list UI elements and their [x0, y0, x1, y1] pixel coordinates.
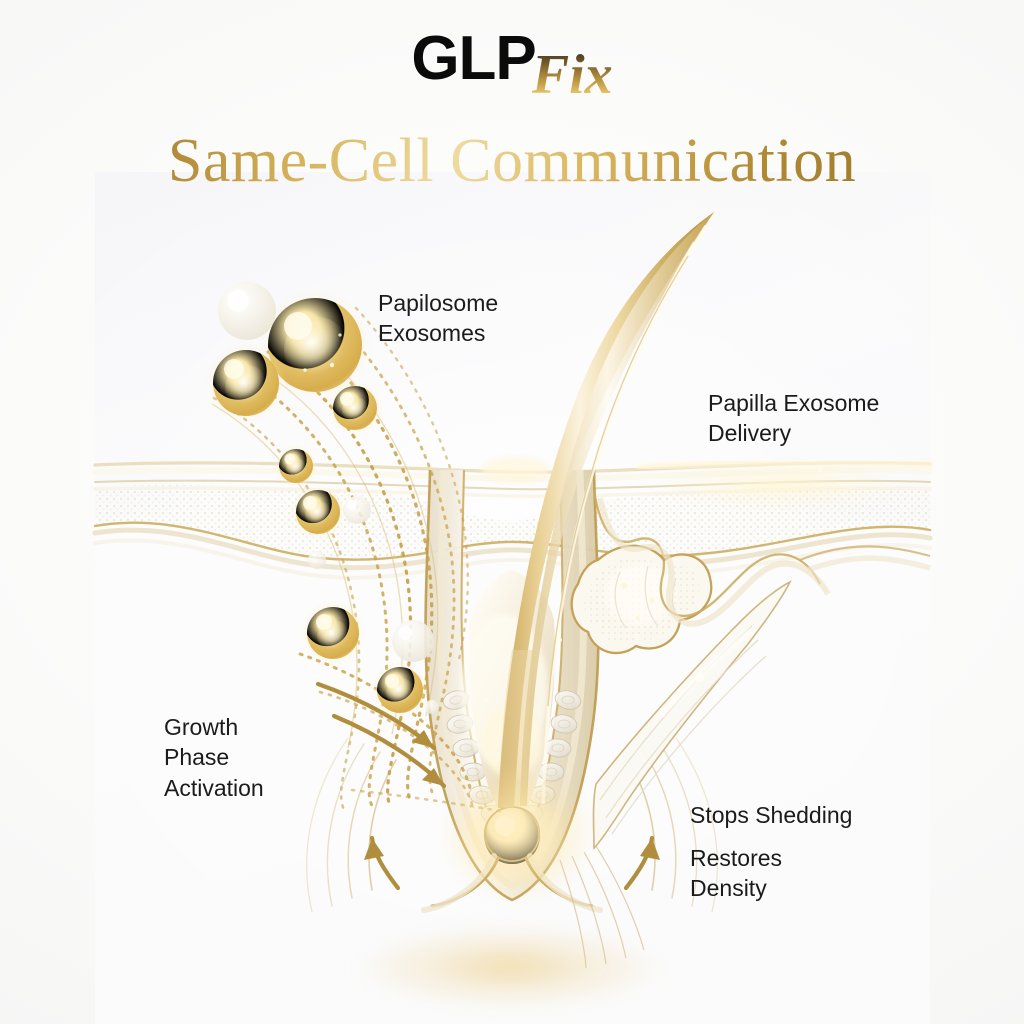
exosome-sphere [259, 289, 371, 401]
exosome-sphere [343, 496, 371, 524]
brand-primary-text: GLP [411, 24, 536, 93]
exosome-sphere [371, 661, 429, 719]
label-stops-shedding: Stops Shedding [690, 802, 853, 828]
brand-secondary-text: Fix [531, 44, 613, 106]
follicle-outer-tissue [592, 489, 931, 627]
surface-glow [650, 455, 970, 515]
label-papilosome-exosomes: Papilosome Exosomes [378, 290, 499, 347]
page-title: Same-Cell Communication [0, 126, 1024, 197]
exosome-sphere [274, 444, 318, 488]
arrector-pili-muscle [559, 580, 792, 969]
brand-logo: GLPFix [0, 28, 1024, 104]
label-restores-density: Restores Density [690, 845, 783, 902]
exosome-sphere [308, 551, 326, 569]
bottom-glow [300, 912, 720, 1022]
dermis-boundary [92, 521, 933, 580]
exosome-sphere [218, 282, 276, 340]
exosome-sphere [392, 620, 434, 662]
exosome-sphere [300, 600, 366, 666]
exosome-sphere [290, 484, 346, 540]
exosome-sphere [327, 380, 383, 436]
label-growth-phase-activation: Growth Phase Activation [164, 714, 264, 801]
exosome-sphere [425, 700, 439, 714]
exosome-sphere [206, 343, 286, 423]
exosome-spheres [206, 282, 439, 719]
bulb-glow [418, 742, 618, 922]
label-papilla-exosome-delivery: Papilla Exosome Delivery [708, 390, 880, 447]
